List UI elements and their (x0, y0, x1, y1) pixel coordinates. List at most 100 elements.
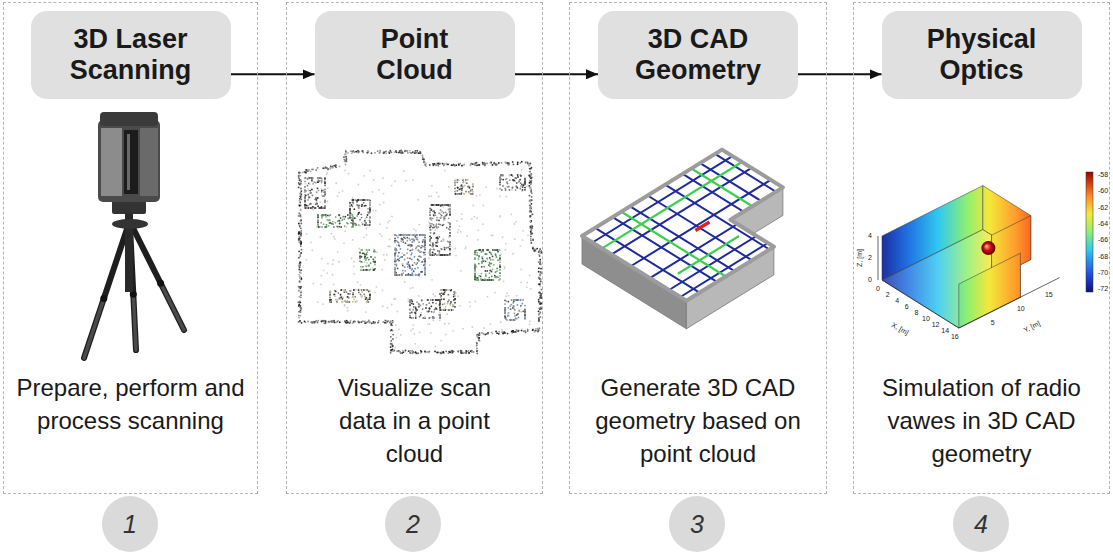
cloud-point (531, 203, 533, 205)
cloud-point (474, 263, 476, 265)
cloud-point (476, 336, 478, 338)
cloud-point (529, 162, 531, 164)
cloud-point (463, 164, 465, 166)
cloud-point (443, 212, 445, 214)
cloud-point (301, 322, 303, 324)
cloud-point (421, 271, 423, 273)
cloud-point (358, 292, 360, 294)
cloud-point (339, 298, 341, 300)
cloud-point (539, 308, 541, 310)
cloud-point (364, 205, 366, 207)
cloud-point (442, 239, 444, 241)
cloud-point (515, 189, 517, 191)
cloud-point (474, 258, 476, 260)
cloud-point (417, 352, 419, 354)
cloud-point (300, 198, 302, 200)
cloud-point (449, 243, 451, 245)
cloud-point (422, 261, 424, 263)
cloud-point (367, 208, 369, 210)
cloud-point (307, 170, 309, 172)
cloud-point (482, 163, 484, 165)
cloud-point (337, 292, 339, 294)
cloud-point (299, 179, 301, 181)
cloud-point (417, 239, 419, 241)
cloud-point (529, 215, 531, 217)
cloud-point (449, 211, 451, 213)
cloud-point (442, 204, 444, 206)
cloud-point (401, 238, 403, 240)
cloud-point (489, 270, 491, 272)
cloud-point (403, 254, 405, 256)
cloud-point (329, 300, 331, 302)
cloud-point (351, 204, 353, 206)
cloud-point (325, 214, 327, 216)
cloud-point (435, 237, 437, 239)
cloud-point (482, 163, 484, 165)
cloud-point (334, 294, 336, 296)
cloud-point (475, 162, 477, 164)
cloud-point (409, 152, 411, 154)
cloud-point (531, 233, 533, 235)
cloud-point (454, 306, 456, 308)
cloud-point (499, 272, 501, 274)
cloud-point (402, 272, 404, 274)
cloud-point (439, 302, 441, 304)
cloud-point (329, 222, 331, 224)
cloud-point (443, 204, 445, 206)
cloud-point (512, 331, 514, 333)
cloud-point (358, 212, 360, 214)
cloud-point (401, 238, 403, 240)
cloud-point (404, 270, 406, 272)
cloud-point (523, 184, 525, 186)
cloud-point (394, 274, 396, 276)
cloud-point (432, 211, 434, 213)
cloud-point (350, 212, 352, 214)
cloud-point (317, 216, 319, 218)
cloud-point (300, 311, 302, 313)
cloud-point (400, 240, 402, 242)
cloud-point (365, 301, 367, 303)
cloud-point (538, 307, 540, 309)
cloud-point (367, 150, 369, 152)
cloud-point (499, 275, 501, 277)
cloud-point (409, 234, 411, 236)
cloud-point (382, 321, 384, 323)
cloud-point (476, 162, 478, 164)
cloud-point (310, 177, 312, 179)
cloud-point (420, 247, 422, 249)
cloud-point (458, 164, 460, 166)
cloud-point (447, 254, 449, 256)
cloud-point (410, 254, 412, 256)
cloud-point (304, 171, 306, 173)
cloud-point (300, 245, 302, 247)
cloud-point (528, 165, 530, 167)
cloud-point (492, 279, 494, 281)
cloud-point (423, 234, 425, 236)
cloud-point (527, 330, 529, 332)
cloud-point (449, 351, 451, 353)
cloud-point (530, 174, 532, 176)
cloud-point (398, 350, 400, 352)
cloud-point (346, 322, 348, 324)
cloud-point (383, 152, 385, 154)
cloud-point (495, 164, 497, 166)
cloud-point (439, 306, 441, 308)
cloud-point (369, 216, 371, 218)
cloud-point (398, 260, 400, 262)
cloud-point (496, 267, 498, 269)
cloud-point (423, 252, 425, 254)
cloud-point (392, 321, 394, 323)
cloud-point (436, 217, 438, 219)
cloud-point (509, 189, 511, 191)
tripod-leg-lower (161, 283, 184, 330)
cloud-point (539, 261, 541, 263)
cloud-point (298, 317, 300, 319)
cloud-point (369, 208, 371, 210)
cloud-point (414, 274, 416, 276)
cloud-point (324, 185, 326, 187)
cloud-point (305, 172, 307, 174)
cloud-point (488, 277, 490, 279)
cloud-point (519, 174, 521, 176)
cloud-point (503, 331, 505, 333)
cloud-point (300, 269, 302, 271)
